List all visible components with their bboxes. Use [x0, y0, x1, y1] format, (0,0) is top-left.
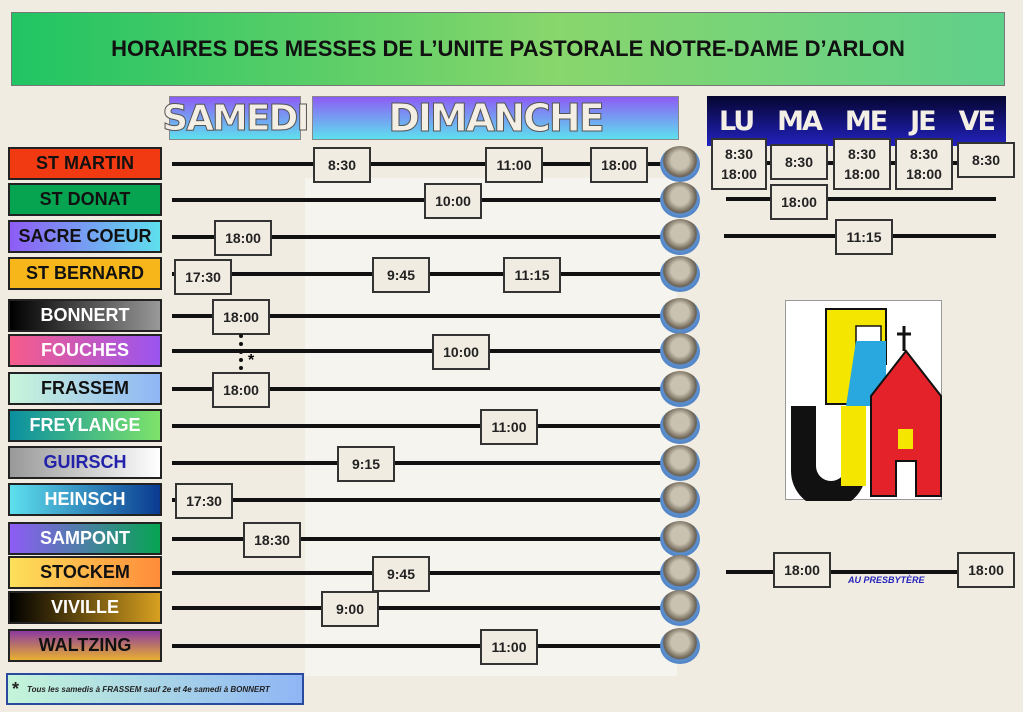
time-box: 9:45: [372, 556, 430, 592]
timeline: [172, 387, 670, 391]
timeline: [172, 498, 670, 502]
church-photo: [660, 521, 700, 557]
church-photo: [660, 256, 700, 292]
page-title: HORAIRES DES MESSES DE L’UNITE PASTORALE…: [11, 12, 1005, 86]
parish-name: STOCKEM: [8, 556, 162, 589]
time-box: 17:30: [175, 483, 233, 519]
church-photo: [660, 482, 700, 518]
church-photo: [660, 555, 700, 591]
parish-name: HEINSCH: [8, 483, 162, 516]
footnote-text: Tous les samedis à FRASSEM sauf 2e et 4e…: [27, 684, 270, 694]
parish-name: BONNERT: [8, 299, 162, 332]
parish-name: ST BERNARD: [8, 257, 162, 290]
time-box: 8:30 18:00: [711, 138, 767, 190]
parish-name: ST MARTIN: [8, 147, 162, 180]
time-box: 8:30: [957, 142, 1015, 178]
time-box: 10:00: [432, 334, 490, 370]
footnote: * Tous les samedis à FRASSEM sauf 2e et 4…: [6, 673, 304, 705]
time-box: 8:30: [313, 147, 371, 183]
header-ma: MA: [777, 105, 823, 137]
time-box: 18:00: [957, 552, 1015, 588]
time-box: 8:30: [770, 144, 828, 180]
header-lu: LU: [718, 105, 755, 137]
church-photo: [660, 333, 700, 369]
time-box: 8:30 18:00: [895, 138, 953, 190]
church-photo: [660, 408, 700, 444]
header-dimanche: DIMANCHE: [312, 96, 679, 141]
time-box: 11:15: [503, 257, 561, 293]
timeline: [172, 162, 670, 166]
time-box: 18:00: [212, 299, 270, 335]
time-box: 11:00: [485, 147, 543, 183]
time-box: 11:00: [480, 409, 538, 445]
timeline: [172, 314, 670, 318]
time-box: 18:30: [243, 522, 301, 558]
parish-name: ST DONAT: [8, 183, 162, 216]
parish-name: SAMPONT: [8, 522, 162, 555]
parish-name: GUIRSCH: [8, 446, 162, 479]
time-box: 10:00: [424, 183, 482, 219]
header-je: JE: [910, 105, 936, 137]
time-box: 9:00: [321, 591, 379, 627]
presbytere-note: AU PRESBYTÈRE: [848, 575, 925, 585]
parish-name: WALTZING: [8, 629, 162, 662]
header-ve: VE: [958, 105, 996, 137]
weekday-line: [726, 570, 1015, 574]
parish-name: SACRE COEUR: [8, 220, 162, 253]
asterisk: *: [12, 678, 20, 699]
timeline: [172, 349, 670, 353]
header-me: ME: [844, 105, 888, 137]
time-box: 11:15: [835, 219, 893, 255]
timeline: [172, 461, 670, 465]
upa-logo: [785, 300, 942, 509]
church-photo: [660, 445, 700, 481]
timeline: [172, 644, 670, 648]
time-box: 9:15: [337, 446, 395, 482]
time-box: 18:00: [590, 147, 648, 183]
time-box: 17:30: [174, 259, 232, 295]
parish-name: VIVILLE: [8, 591, 162, 624]
church-photo: [660, 219, 700, 255]
timeline: [172, 198, 670, 202]
time-box: 18:00: [212, 372, 270, 408]
time-box: 9:45: [372, 257, 430, 293]
church-photo: [660, 628, 700, 664]
asterisk-marker: *: [248, 352, 255, 369]
parish-name: FOUCHES: [8, 334, 162, 367]
church-photo: [660, 590, 700, 626]
timeline: [172, 235, 670, 239]
dotted-connector: [239, 334, 243, 370]
weekday-line: [726, 197, 996, 201]
timeline: [172, 424, 670, 428]
time-box: 11:00: [480, 629, 538, 665]
church-photo: [660, 182, 700, 218]
parish-name: FREYLANGE: [8, 409, 162, 442]
time-box: 18:00: [214, 220, 272, 256]
timeline: [172, 537, 670, 541]
church-photo: [660, 371, 700, 407]
church-photo: [660, 298, 700, 334]
parish-name: FRASSEM: [8, 372, 162, 405]
timeline: [172, 606, 670, 610]
church-photo: [660, 146, 700, 182]
header-samedi: SAMEDI: [162, 96, 310, 140]
header-weekdays: LU MA ME JE VE: [707, 96, 1006, 146]
time-box: 8:30 18:00: [833, 138, 891, 190]
time-box: 18:00: [773, 552, 831, 588]
time-box: 18:00: [770, 184, 828, 220]
